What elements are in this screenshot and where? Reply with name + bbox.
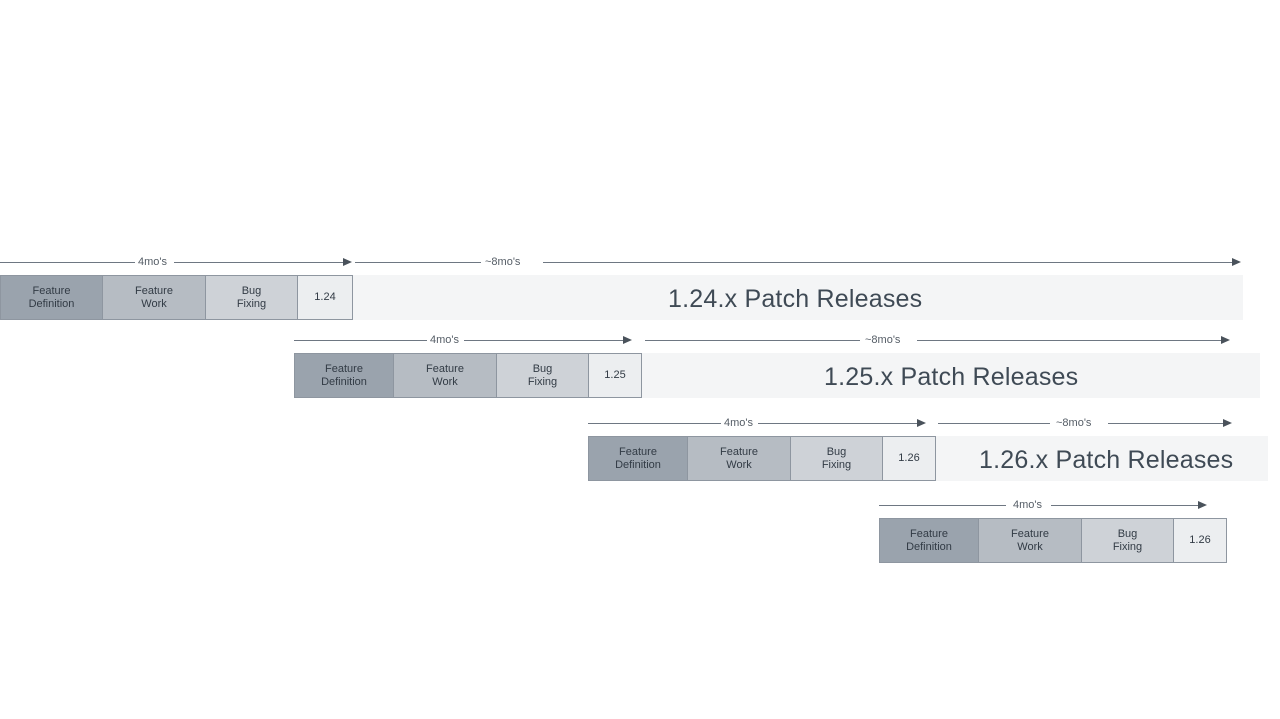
phase-feature-work-1-24: Feature Work bbox=[102, 275, 206, 320]
dev-duration-arrow-1-25: 4mo's bbox=[294, 331, 634, 351]
phase-label-line2: Definition bbox=[28, 297, 75, 310]
version-box-1-24: 1.24 bbox=[297, 275, 353, 320]
dev-duration-label-1-25: 4mo's bbox=[430, 334, 459, 346]
patch-duration-arrow-1-25: ~8mo's bbox=[645, 331, 1230, 351]
dev-duration-arrow-next: 4mo's bbox=[879, 496, 1209, 516]
version-label: 1.26 bbox=[1189, 534, 1211, 546]
phase-label-line2: Fixing bbox=[1112, 540, 1143, 553]
phase-bug-fixing-1-24: Bug Fixing bbox=[205, 275, 298, 320]
phase-label-line2: Work bbox=[726, 458, 752, 471]
phase-bug-fixing-1-25: Bug Fixing bbox=[496, 353, 589, 398]
phase-label-line1: Feature bbox=[325, 362, 363, 375]
version-box-next: 1.26 bbox=[1173, 518, 1227, 563]
phase-label-line2: Fixing bbox=[527, 375, 558, 388]
patch-release-label-1-25: 1.25.x Patch Releases bbox=[824, 363, 1079, 391]
patch-duration-arrow-1-26: ~8mo's bbox=[938, 414, 1233, 434]
release-bar-1-26: Feature Definition Feature Work Bug Fixi… bbox=[588, 436, 936, 481]
dev-duration-arrow-1-24: 4mo's bbox=[0, 253, 353, 273]
phase-label-line1: Bug bbox=[826, 445, 847, 458]
release-bar-1-25: Feature Definition Feature Work Bug Fixi… bbox=[294, 353, 642, 398]
phase-feature-work-1-26: Feature Work bbox=[687, 436, 791, 481]
phase-label-line1: Feature bbox=[426, 362, 464, 375]
phase-label-line2: Work bbox=[141, 297, 167, 310]
patch-duration-arrow-1-24: ~8mo's bbox=[355, 253, 1243, 273]
dev-duration-label-1-26: 4mo's bbox=[724, 417, 753, 429]
phase-label-line1: Feature bbox=[32, 284, 71, 297]
release-bar-1-24: Feature Definition Feature Work Bug Fixi… bbox=[0, 275, 353, 320]
phase-label-line2: Work bbox=[432, 375, 458, 388]
version-label: 1.26 bbox=[898, 452, 920, 464]
phase-label-line1: Bug bbox=[1117, 527, 1138, 540]
patch-release-label-1-24: 1.24.x Patch Releases bbox=[668, 285, 923, 313]
phase-label-line2: Definition bbox=[906, 540, 952, 553]
phase-label-line1: Bug bbox=[241, 284, 262, 297]
phase-label-line2: Definition bbox=[321, 375, 367, 388]
phase-label-line1: Bug bbox=[532, 362, 553, 375]
dev-duration-label-1-24: 4mo's bbox=[138, 256, 167, 268]
phase-feature-work-1-25: Feature Work bbox=[393, 353, 497, 398]
version-label: 1.24 bbox=[314, 291, 336, 303]
patch-duration-label-1-26: ~8mo's bbox=[1056, 417, 1092, 429]
version-label: 1.25 bbox=[604, 369, 626, 381]
phase-bug-fixing-next: Bug Fixing bbox=[1081, 518, 1174, 563]
phase-label-line2: Work bbox=[1017, 540, 1043, 553]
patch-duration-label-1-25: ~8mo's bbox=[865, 334, 901, 346]
phase-feature-definition-1-24: Feature Definition bbox=[0, 275, 103, 320]
phase-bug-fixing-1-26: Bug Fixing bbox=[790, 436, 883, 481]
phase-label-line2: Fixing bbox=[821, 458, 852, 471]
dev-duration-arrow-1-26: 4mo's bbox=[588, 414, 928, 434]
patch-duration-label-1-24: ~8mo's bbox=[485, 256, 521, 268]
phase-label-line1: Feature bbox=[619, 445, 657, 458]
phase-label-line1: Feature bbox=[720, 445, 758, 458]
phase-feature-work-next: Feature Work bbox=[978, 518, 1082, 563]
phase-label-line1: Feature bbox=[135, 284, 173, 297]
phase-feature-definition-1-25: Feature Definition bbox=[294, 353, 394, 398]
phase-feature-definition-next: Feature Definition bbox=[879, 518, 979, 563]
phase-label-line2: Fixing bbox=[236, 297, 267, 310]
phase-feature-definition-1-26: Feature Definition bbox=[588, 436, 688, 481]
version-box-1-25: 1.25 bbox=[588, 353, 642, 398]
phase-label-line1: Feature bbox=[910, 527, 948, 540]
dev-duration-label-next: 4mo's bbox=[1013, 499, 1042, 511]
version-box-1-26: 1.26 bbox=[882, 436, 936, 481]
release-bar-next: Feature Definition Feature Work Bug Fixi… bbox=[879, 518, 1227, 563]
patch-release-label-1-26: 1.26.x Patch Releases bbox=[979, 446, 1234, 474]
phase-label-line2: Definition bbox=[615, 458, 661, 471]
phase-label-line1: Feature bbox=[1011, 527, 1049, 540]
